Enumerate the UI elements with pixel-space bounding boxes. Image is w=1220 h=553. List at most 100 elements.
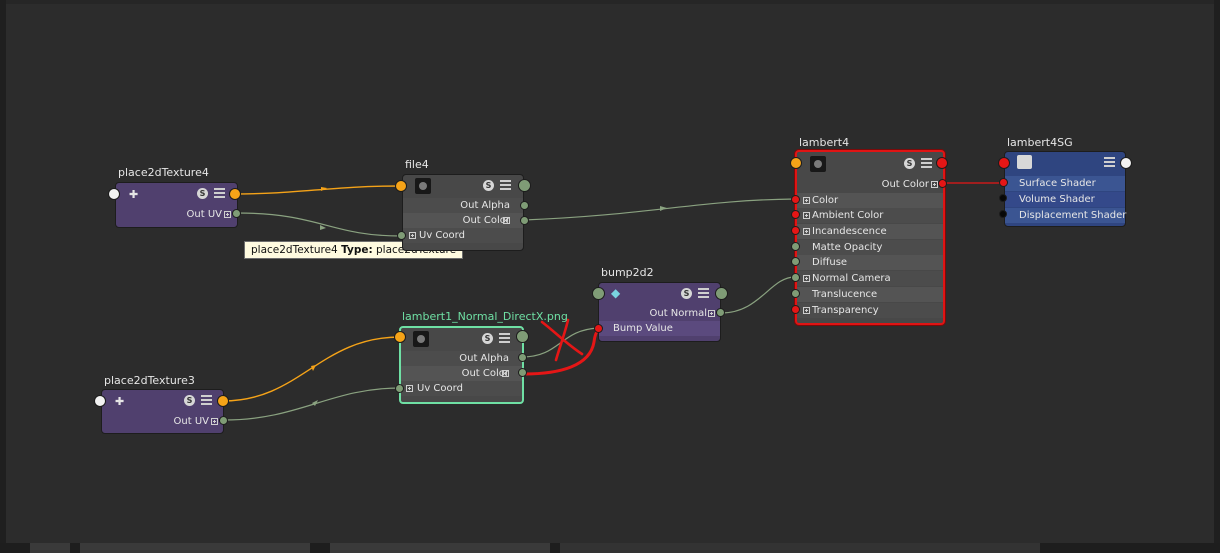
expand-plus-icon[interactable] [224, 211, 231, 218]
place2dtexture3-title: place2dTexture3 [104, 374, 195, 387]
swatch-s-button[interactable]: S [681, 288, 692, 299]
place2dtexture4-node[interactable]: ✚ S Out UV [115, 182, 238, 228]
lambert4-transparency-port[interactable] [791, 305, 800, 314]
lambert4-incandescence: Incandescence [797, 224, 943, 239]
file4-uvcoord-port[interactable] [397, 231, 406, 240]
swatch-s-button[interactable]: S [904, 158, 915, 169]
expand-plus-icon[interactable] [406, 385, 413, 392]
place2dtexture4-input-port[interactable] [108, 188, 120, 200]
sg-volume-port[interactable] [999, 194, 1007, 202]
lambert4sg-output-port[interactable] [1120, 157, 1132, 169]
lambert4-incandescence-port[interactable] [791, 226, 800, 235]
attribute-list-icon[interactable] [214, 188, 225, 198]
sg-surface-shader: Surface Shader [1005, 176, 1125, 191]
normalmap-input-port[interactable] [394, 331, 406, 343]
lambert4-diffuse: Diffuse [797, 255, 943, 270]
attribute-list-icon[interactable] [201, 395, 212, 405]
swatch-s-button[interactable]: S [483, 180, 494, 191]
lambert4-out-color: Out Color [881, 179, 929, 190]
lambert4-ambient-port[interactable] [791, 210, 800, 219]
normalmap-file-node[interactable]: S Out Alpha Out Color Uv Coord [399, 326, 524, 404]
place2dtexture4-outuv-port[interactable] [232, 209, 241, 218]
normalmap-outalpha-port[interactable] [518, 353, 527, 362]
bottom-strip-block [80, 543, 310, 553]
normalmap-out-alpha: Out Alpha [401, 351, 522, 366]
bump2d2-output-port[interactable] [715, 287, 728, 300]
lambert4sg-input-port[interactable] [998, 157, 1010, 169]
place2d-icon: ✚ [115, 395, 125, 408]
expand-plus-icon[interactable] [211, 418, 218, 425]
attribute-list-icon[interactable] [698, 288, 709, 298]
lambert4-translucence-port[interactable] [791, 289, 800, 298]
lambert4-normal-camera: Normal Camera [797, 271, 943, 286]
place2dtexture3-node[interactable]: ✚ S Out UV [101, 389, 224, 434]
lambert4-input-port[interactable] [790, 157, 802, 169]
lambert4-node[interactable]: S Out Color Color Ambient Color Incandes… [795, 150, 945, 325]
file4-out-alpha: Out Alpha [403, 198, 523, 213]
sg-volume-shader: Volume Shader [1005, 192, 1125, 207]
lambert4-output-port[interactable] [936, 157, 948, 169]
lambert4sg-node[interactable]: Surface Shader Volume Shader Displacemen… [1004, 151, 1126, 227]
file4-outalpha-port[interactable] [520, 201, 529, 210]
wire-arrow [311, 365, 316, 371]
normalmap-title: lambert1_Normal_DirectX.png [402, 310, 568, 323]
bump2d2-outnormal-port[interactable] [716, 308, 725, 317]
place2dtexture3-input-port[interactable] [94, 395, 106, 407]
lambert4-matte-opacity: Matte Opacity [797, 240, 943, 255]
out-uv-label: Out UV [173, 416, 209, 427]
wire-place2d4-file4-orange [232, 185, 402, 195]
wire-arrow [660, 206, 667, 211]
bump2d2-node[interactable]: ◆ S Out Normal Bump Value [598, 282, 721, 342]
expand-plus-icon[interactable] [708, 310, 715, 317]
expand-plus-icon[interactable] [502, 370, 509, 377]
wire-place2d4-file4-uv [236, 212, 402, 237]
attribute-list-icon[interactable] [1104, 157, 1115, 167]
swatch-s-button[interactable]: S [197, 188, 208, 199]
lambert4-translucence: Translucence [797, 287, 943, 302]
expand-plus-icon[interactable] [803, 212, 810, 219]
file4-outcolor-port[interactable] [520, 216, 529, 225]
normalmap-outcolor-port[interactable] [518, 368, 527, 377]
wire-outalpha-bump [521, 327, 599, 358]
annotation-red-x-stroke-2 [554, 318, 570, 362]
attribute-list-icon[interactable] [921, 158, 932, 168]
annotation-red-connect-stroke [522, 327, 602, 376]
attribute-list-icon[interactable] [500, 180, 511, 190]
bump2d2-input-port[interactable] [592, 287, 605, 300]
wire-place2d3-normal-orange [222, 336, 401, 402]
attribute-list-icon[interactable] [499, 333, 510, 343]
expand-plus-icon[interactable] [503, 217, 510, 224]
wire-file4-lambert4-color [523, 198, 796, 221]
sg-displacement-port[interactable] [999, 210, 1007, 218]
normalmap-uvcoord-port[interactable] [395, 384, 404, 393]
swatch-s-button[interactable]: S [184, 395, 195, 406]
file4-output-port[interactable] [518, 179, 531, 192]
lambert4-normalcamera-port[interactable] [791, 273, 800, 282]
normalmap-output-port[interactable] [516, 330, 529, 343]
expand-plus-icon[interactable] [409, 232, 416, 239]
swatch-s-button[interactable]: S [482, 333, 493, 344]
lambert4-color-port[interactable] [791, 195, 800, 204]
normalmap-uv-coord: Uv Coord [401, 381, 522, 396]
file4-node[interactable]: S Out Alpha Out Color Uv Coord [402, 174, 524, 251]
lambert4-diffuse-port[interactable] [791, 257, 800, 266]
bump-out-normal: Out Normal [649, 308, 708, 319]
sg-surface-port[interactable] [999, 178, 1008, 187]
expand-plus-icon[interactable] [803, 228, 810, 235]
place2dtexture3-output-port[interactable] [217, 395, 229, 407]
expand-plus-icon[interactable] [803, 197, 810, 204]
bump2d2-bumpvalue-port[interactable] [594, 324, 603, 333]
lambert4-outcolor-port[interactable] [938, 179, 947, 188]
expand-plus-icon[interactable] [803, 275, 810, 282]
sg-displacement-shader: Displacement Shader [1005, 208, 1126, 223]
expand-plus-icon[interactable] [803, 307, 810, 314]
expand-plus-icon[interactable] [931, 181, 938, 188]
wire-arrow [312, 400, 318, 406]
file4-input-port[interactable] [395, 180, 407, 192]
lambert4sg-title: lambert4SG [1007, 136, 1073, 149]
place2dtexture4-output-port[interactable] [229, 188, 241, 200]
lambert4-matte-port[interactable] [791, 242, 800, 251]
place2dtexture3-outuv-port[interactable] [219, 416, 228, 425]
file4-title: file4 [405, 158, 429, 171]
